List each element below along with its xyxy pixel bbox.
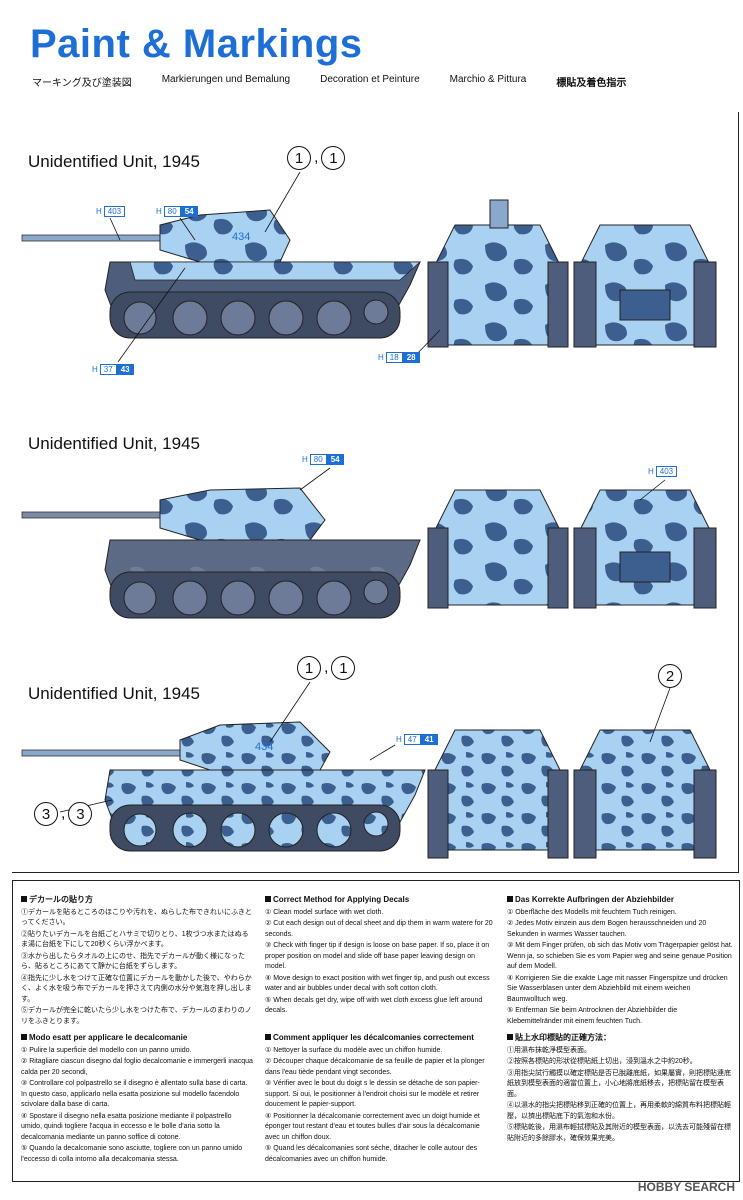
tank-illustrations: 434 bbox=[21, 171, 717, 859]
unit-label-1: Unidentified Unit, 1945 bbox=[28, 152, 201, 171]
callout-row3-side: 3,3 bbox=[34, 802, 93, 826]
callout-circle: 1 bbox=[287, 146, 311, 170]
subtitle-row: マーキング及び塗装図 Markierungen und Bemalung Dec… bbox=[32, 74, 732, 89]
callout-circle: 1 bbox=[321, 146, 346, 170]
subtitle-fr: Decoration et Peinture bbox=[320, 74, 420, 85]
subtitle-it: Marchio & Pittura bbox=[449, 74, 527, 85]
instructions-box: デカールの貼り方 ①デカールを貼るところのほこりや汚れを、ぬらした布できれいにふ… bbox=[12, 880, 740, 1182]
leader-lines bbox=[59, 171, 671, 813]
callout-circle: 3 bbox=[34, 802, 58, 826]
instructions-it: Modo esatt per applicare le decalcomanie… bbox=[21, 1033, 253, 1163]
subtitle-de: Markierungen und Bemalung bbox=[161, 74, 291, 85]
subtitle-jp: マーキング及び塗装図 bbox=[32, 78, 132, 89]
turret-number-3: 434 bbox=[255, 741, 273, 753]
turret-number-1: 434 bbox=[232, 231, 250, 243]
instructions-jp: デカールの貼り方 ①デカールを貼るところのほこりや汚れを、ぬらした布できれいにふ… bbox=[21, 895, 252, 1025]
subtitle-cn: 標貼及着色指示 bbox=[556, 78, 627, 89]
instructions-de: Das Korrekte Aufbringen der Abziehbilder… bbox=[507, 895, 733, 1025]
tank-front-1 bbox=[427, 199, 569, 348]
callout-circle: 2 bbox=[658, 664, 682, 688]
page-title: Paint & Markings bbox=[30, 22, 363, 66]
watermark: HOBBY SEARCH bbox=[637, 1180, 735, 1194]
instructions-cn: 貼上水印標貼的正確方法： ①用濕布抹乾淨模型表面。 ②按照各標貼的形狀從標貼紙上… bbox=[507, 1033, 731, 1142]
callout-circle: 1 bbox=[331, 656, 356, 680]
unit-label-3: Unidentified Unit, 1945 bbox=[28, 684, 201, 703]
callout-circle: 1 bbox=[297, 656, 321, 680]
callout-row3-rear: 2 bbox=[658, 664, 682, 688]
tank-front-3 bbox=[427, 729, 569, 859]
callout-row3-top: 1,1 bbox=[297, 656, 356, 680]
callout-circle: 3 bbox=[68, 802, 93, 826]
tank-side-2 bbox=[21, 487, 421, 619]
tank-side-3: 434 bbox=[21, 721, 426, 852]
instructions-en: Correct Method for Applying Decals ① Cle… bbox=[265, 895, 493, 1014]
tank-side-1: 434 bbox=[21, 209, 422, 339]
tank-rear-2 bbox=[573, 489, 717, 609]
tank-rear-3 bbox=[573, 729, 717, 859]
unit-label-2: Unidentified Unit, 1945 bbox=[28, 434, 201, 453]
markings-panel bbox=[12, 112, 739, 873]
tank-rear-1 bbox=[573, 224, 717, 348]
callout-row1: 1,1 bbox=[287, 146, 346, 170]
instructions-fr: Comment appliquer les décalcomanies corr… bbox=[265, 1033, 485, 1163]
tank-front-2 bbox=[427, 489, 569, 609]
